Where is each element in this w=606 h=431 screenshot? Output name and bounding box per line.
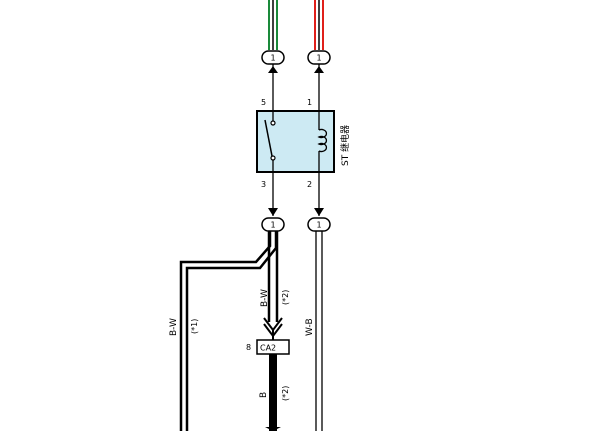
wire-b-w-center xyxy=(263,231,283,340)
arrow-bottom-right xyxy=(314,208,324,216)
wire-b xyxy=(265,354,281,431)
wire-b-w-branch-label: B-W xyxy=(169,318,179,336)
connector-bottom-right: 1 xyxy=(307,217,331,232)
relay-pin-1: 1 xyxy=(307,98,312,107)
connector-ca2: CA2 xyxy=(256,339,290,355)
switch-blade xyxy=(264,119,273,157)
svg-text:1: 1 xyxy=(316,221,321,230)
svg-text:1: 1 xyxy=(270,221,275,230)
green-wire-top xyxy=(268,0,278,50)
connector-bottom-left: 1 xyxy=(261,217,285,232)
wire-b-w-branch-note: (*1) xyxy=(190,319,199,334)
st-relay xyxy=(256,110,335,173)
svg-text:1: 1 xyxy=(316,54,321,63)
ca2-pin: 8 xyxy=(246,343,251,352)
wire-b-w-center-note: (*2) xyxy=(281,290,290,305)
wire-w-b-label: W-B xyxy=(305,318,315,336)
arrow-top-right xyxy=(314,66,324,73)
connector-top-right: 1 xyxy=(307,50,331,65)
relay-pin-3: 3 xyxy=(261,180,266,189)
red-wire-top xyxy=(314,0,324,50)
wire-w-b xyxy=(315,231,323,431)
svg-text:CA2: CA2 xyxy=(260,344,276,353)
relay-pin-5: 5 xyxy=(261,98,266,107)
wire-b-note: (*2) xyxy=(281,386,290,401)
arrow-top-left xyxy=(268,66,278,73)
svg-text:1: 1 xyxy=(270,54,275,63)
wire-b-w-center-label: B-W xyxy=(260,289,270,307)
connector-top-left: 1 xyxy=(261,50,285,65)
relay-name: ST 继电器 xyxy=(339,125,351,166)
arrow-bottom-left xyxy=(268,208,278,216)
wire-b-label: B xyxy=(259,392,269,398)
relay-pin-2: 2 xyxy=(307,180,312,189)
relay-coil-icon xyxy=(317,128,328,153)
